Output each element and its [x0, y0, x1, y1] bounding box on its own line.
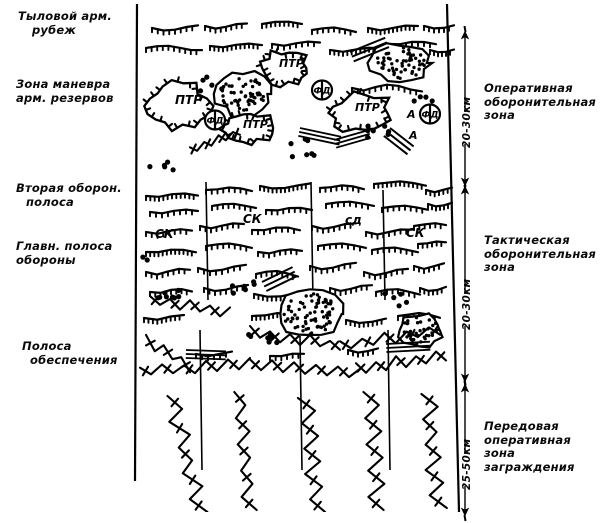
- zone-label-tactical-defence-zone-line-2: зона: [484, 260, 516, 274]
- zone-label-rear-army-line: Тыловой арм.рубеж: [18, 9, 112, 37]
- zone-label-security-belt-line-1: обеспечения: [30, 352, 118, 367]
- zone-label-forward-obstacle-zone-line-0: Передовая: [484, 419, 559, 433]
- zone-label-tactical-defence-zone-line-1: оборонительная: [484, 246, 597, 261]
- zone-label-tactical-defence-zone-line-0: Тактическая: [484, 233, 570, 247]
- depth-scale-tactical-depth: [460, 180, 470, 388]
- zone-label-forward-obstacle-zone-line-1: оперативная: [484, 432, 571, 447]
- zone-label-second-defence-belt-line-0: Вторая оборон.: [16, 181, 122, 195]
- zone-label-rear-army-line-line-0: Тыловой арм.: [18, 9, 112, 23]
- zone-label-operational-defence-zone-line-0: Оперативная: [484, 81, 573, 95]
- depth-scale-operational-depth: [460, 25, 470, 192]
- zone-label-second-defence-belt: Вторая оборон.полоса: [16, 181, 122, 209]
- zone-label-main-defence-belt-line-1: обороны: [16, 252, 76, 267]
- zone-label-forward-obstacle-zone-line-2: зона: [484, 446, 516, 460]
- zone-label-army-reserve-zone-line-1: арм. резервов: [16, 90, 114, 105]
- zone-label-main-defence-belt-line-0: Главн. полоса: [16, 239, 113, 253]
- zone-label-rear-army-line-line-1: рубеж: [32, 22, 77, 37]
- zone-label-operational-defence-zone-line-2: зона: [484, 108, 516, 122]
- zone-label-security-belt-line-0: Полоса: [22, 339, 72, 353]
- zone-label-operational-defence-zone-line-1: оборонительная: [484, 94, 597, 109]
- zone-label-forward-obstacle-zone-line-3: заграждения: [484, 459, 575, 474]
- depth-scale-obstacle-depth: [460, 378, 470, 522]
- zone-label-second-defence-belt-line-1: полоса: [26, 194, 74, 209]
- zone-label-army-reserve-zone-line-0: Зона маневра: [16, 77, 111, 91]
